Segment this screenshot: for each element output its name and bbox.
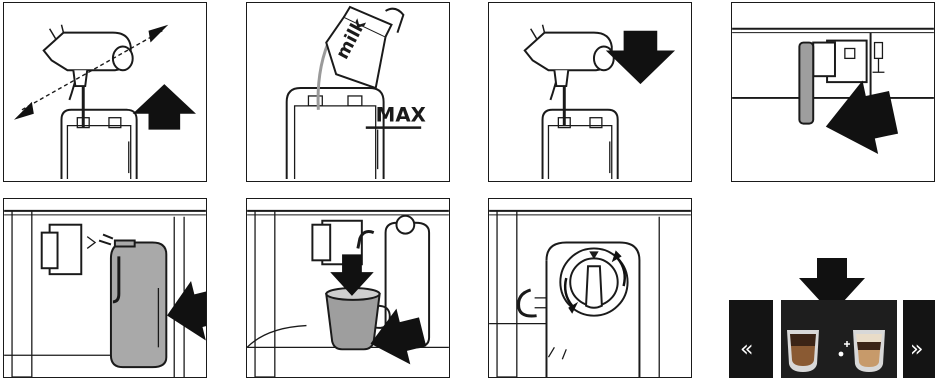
step-1-illustration — [14, 24, 196, 180]
step-2-illustration: milk MAX — [285, 5, 426, 180]
step-2-pour-milk-panel: milk MAX — [246, 2, 450, 182]
step-3-attach-lid-panel — [488, 2, 692, 182]
double-arrow-icon — [14, 24, 169, 120]
milk-jug-icon — [109, 239, 168, 369]
step-7-illustration — [489, 209, 691, 377]
arrow-left-icon — [825, 80, 899, 154]
arrow-down-icon — [605, 30, 676, 85]
arrow-left-icon — [167, 280, 206, 341]
nav-prev-tile — [729, 300, 773, 378]
step-5-illustration — [4, 209, 206, 377]
step-6-place-cup-panel — [246, 198, 450, 378]
step-5-insert-jug-panel — [3, 198, 207, 378]
nav-next-button[interactable]: » — [910, 337, 923, 362]
milk-carton-icon — [325, 5, 405, 90]
step-4-illustration — [732, 27, 934, 154]
step-6-illustration — [247, 209, 449, 377]
max-label: MAX — [376, 104, 426, 127]
nav-next-tile — [903, 300, 935, 378]
arrow-down-icon — [330, 254, 374, 296]
step-4-machine-panel — [731, 2, 935, 182]
coffee-glass-icon[interactable] — [787, 330, 819, 372]
nav-prev-button[interactable]: « — [740, 337, 753, 362]
arrow-left-icon — [370, 308, 427, 365]
coffee-glass-icon[interactable] — [853, 330, 885, 372]
display-illustration: « » — [729, 258, 935, 378]
step-3-illustration — [523, 24, 676, 180]
rotate-arrow-icon — [563, 250, 626, 314]
machine-display-screen: « » — [729, 196, 935, 378]
arrow-up-icon — [132, 84, 196, 130]
arrow-down-icon — [799, 258, 865, 314]
step-7-rotate-dial-panel — [488, 198, 692, 378]
step-1-remove-lid-panel — [3, 2, 207, 182]
